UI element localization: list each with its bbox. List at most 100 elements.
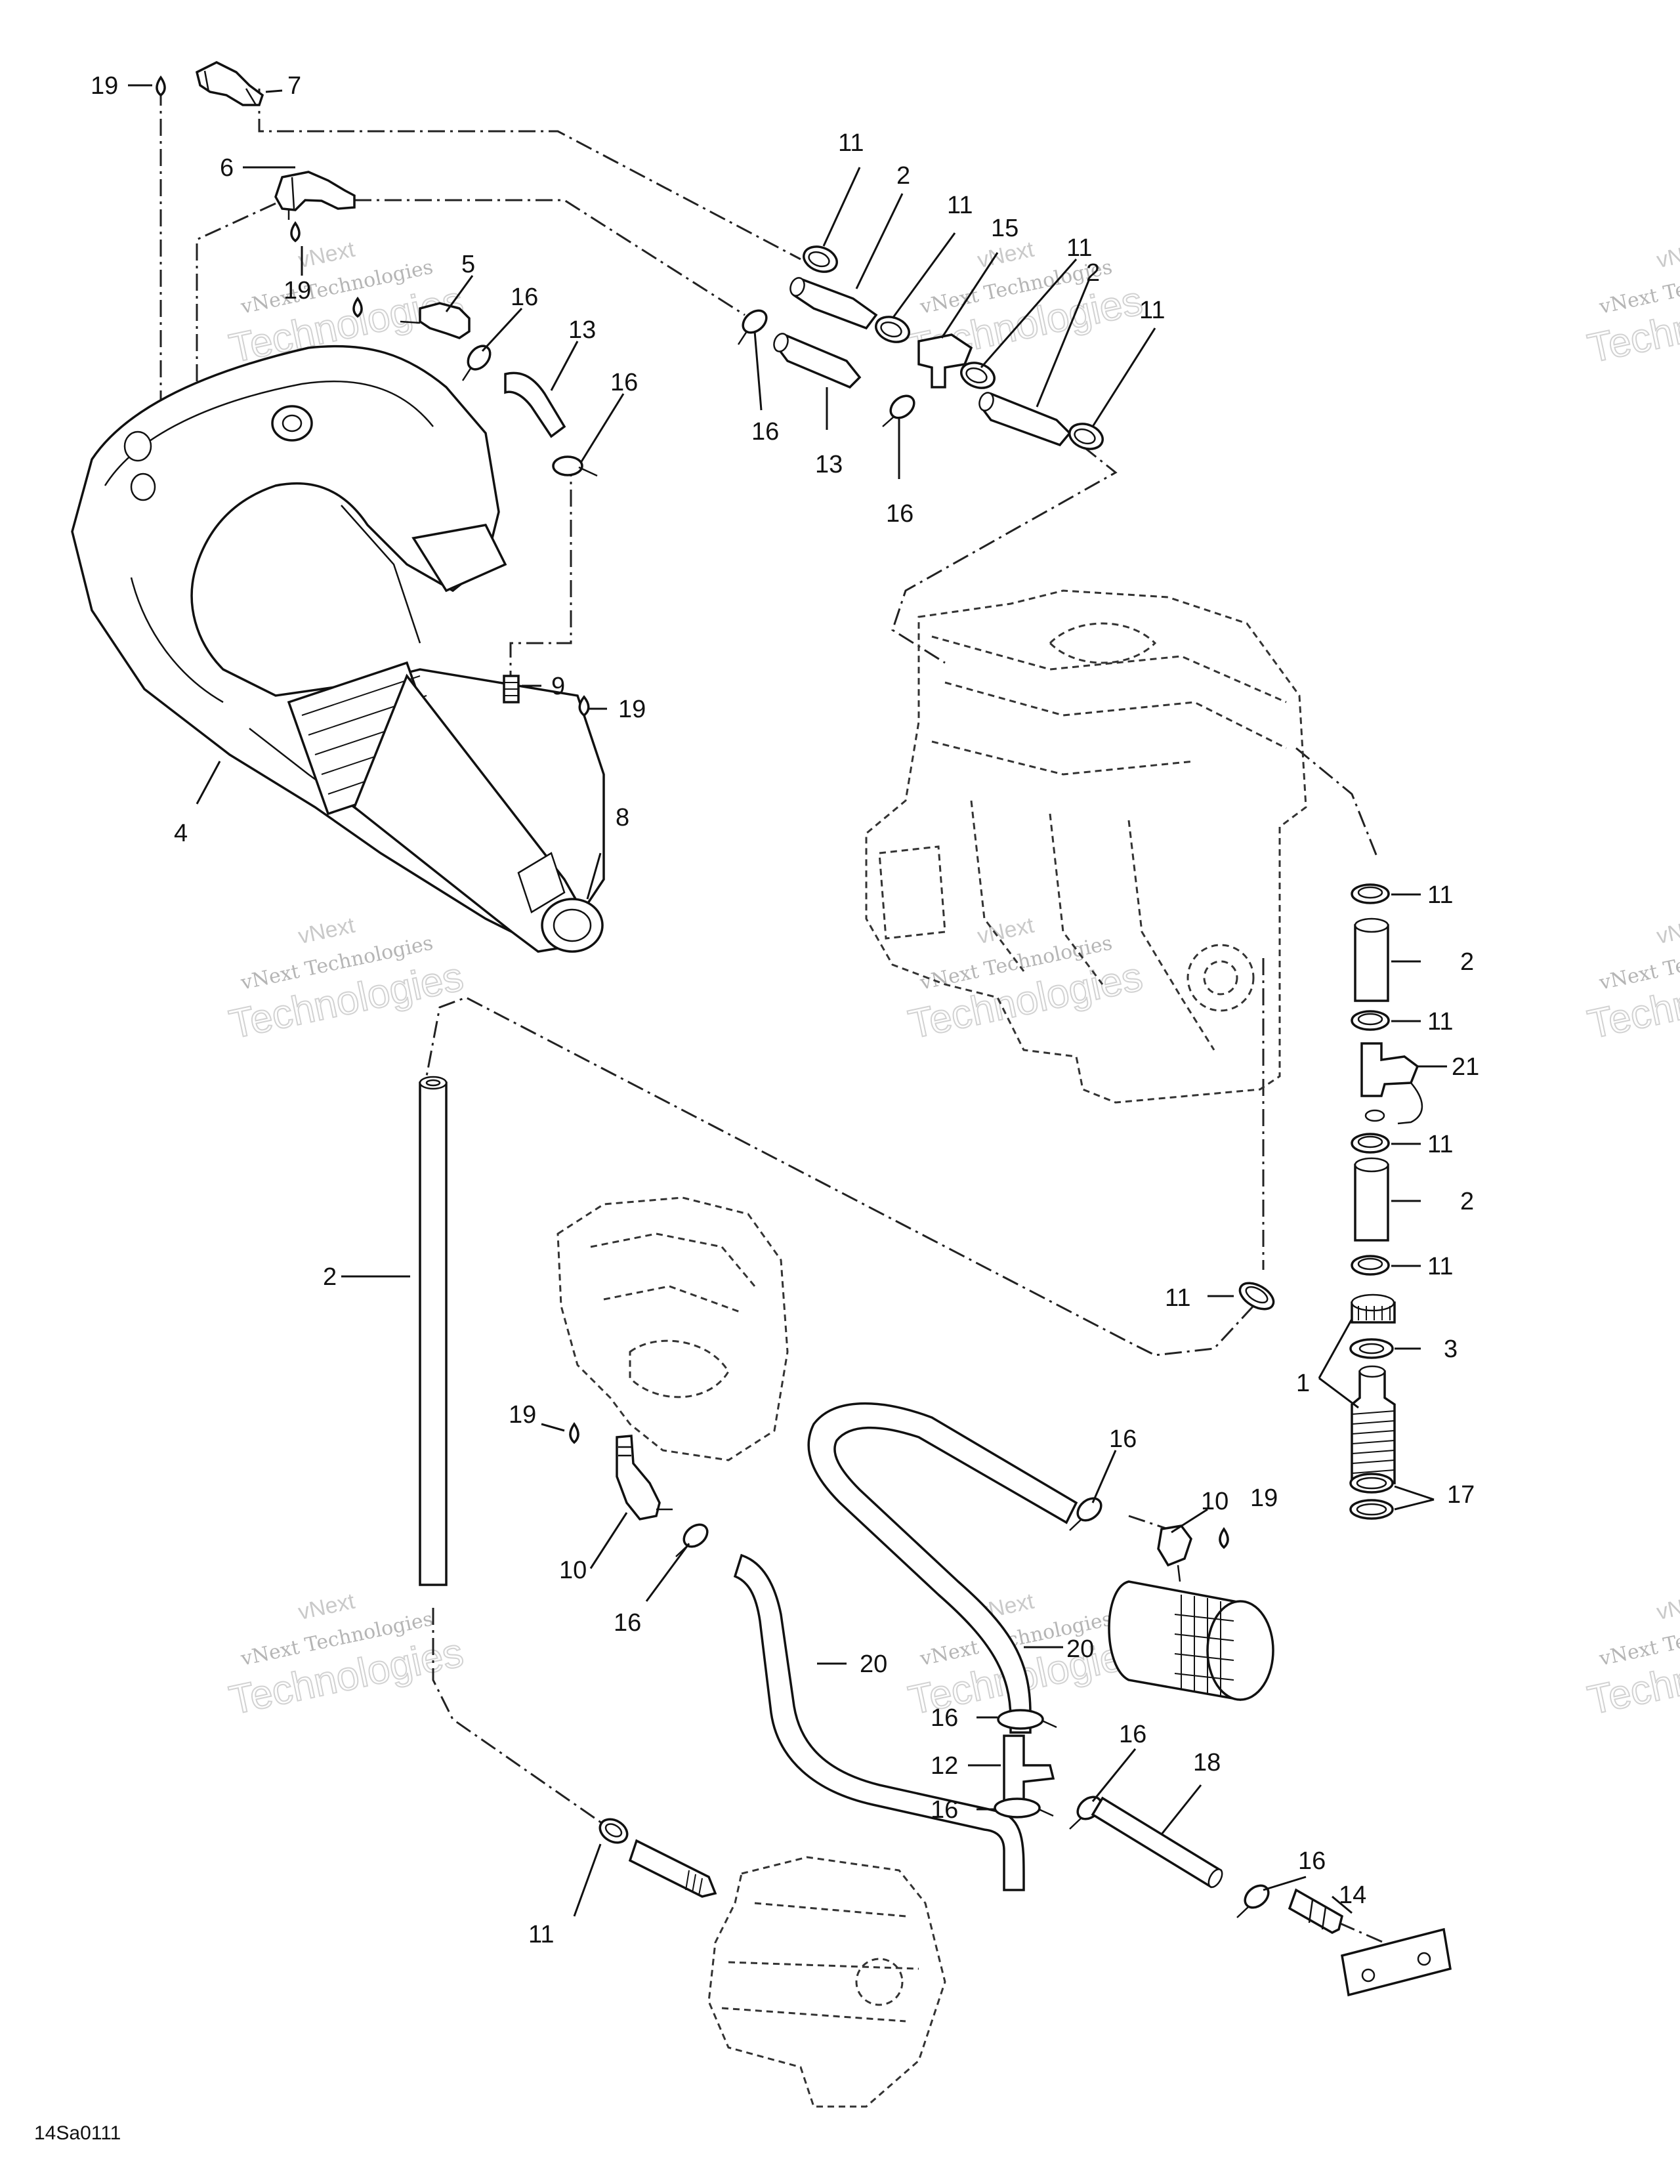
- label-16a: 16: [511, 284, 538, 311]
- hose-part-20a: [733, 1553, 1025, 1891]
- watermark-line1: vNext: [1654, 237, 1680, 273]
- clamp-part-16b: [552, 455, 598, 477]
- sealant-drop-19d: [578, 695, 590, 717]
- label-20b: 20: [1066, 1635, 1094, 1663]
- clamp-part-11h: [1351, 1255, 1390, 1276]
- route-fitting7-to-clamp11: [258, 89, 801, 261]
- phantom-jet-pump: [707, 1856, 946, 2108]
- elbow-fitting-part-7: [195, 61, 264, 106]
- label-10b: 10: [1201, 1488, 1228, 1515]
- hose-part-2b: [978, 392, 1072, 447]
- hose-routing-lines: [159, 89, 1392, 1947]
- label-16d: 16: [886, 500, 914, 528]
- label-2e: 2: [323, 1263, 337, 1291]
- label-13b: 13: [815, 451, 843, 478]
- label-11d: 11: [1139, 297, 1165, 324]
- label-14: 14: [1339, 1881, 1366, 1909]
- nipple-fitting-pump: [628, 1839, 717, 1898]
- sealant-drop-19b: [290, 220, 301, 243]
- label-11c: 11: [1066, 234, 1092, 262]
- hose-part-13b: [773, 333, 862, 389]
- label-16b: 16: [610, 369, 638, 396]
- watermark-line1: vNext: [1654, 1589, 1680, 1625]
- elbow-fitting-part-10a: [616, 1435, 673, 1521]
- clamp-part-16j: [1236, 1884, 1270, 1918]
- label-11j: 11: [528, 1921, 554, 1948]
- label-11h: 11: [1427, 1253, 1453, 1280]
- clamp-part-11e: [1351, 883, 1390, 904]
- label-16j: 16: [1298, 1847, 1326, 1875]
- label-20a: 20: [860, 1650, 887, 1678]
- label-16h: 16: [931, 1796, 958, 1824]
- label-6: 6: [220, 154, 234, 182]
- tee-fitting-part-21: [1360, 1042, 1423, 1125]
- label-11i: 11: [1165, 1284, 1190, 1312]
- part-labels: 19 7 6 19 5 16 13 16 11 2 11 15 11 2 11 …: [91, 72, 1479, 1948]
- clamp-part-16g: [997, 1709, 1057, 1730]
- label-11e: 11: [1427, 881, 1453, 909]
- label-16i: 16: [1119, 1721, 1146, 1748]
- label-4: 4: [174, 820, 188, 847]
- washer-part-3: [1349, 1338, 1394, 1359]
- tee-fitting-part-15: [917, 333, 973, 388]
- label-5: 5: [461, 251, 475, 278]
- leader-lines: [128, 84, 1447, 1917]
- clamp-part-11a: [803, 245, 838, 273]
- label-19c: 19: [618, 696, 646, 723]
- clamp-part-11d: [1068, 423, 1104, 450]
- fitting-part-14: [1288, 1888, 1344, 1934]
- watermark: vNext vNext Technologies Technologies: [904, 913, 1147, 1049]
- label-15: 15: [991, 215, 1018, 242]
- route-engine-top: [891, 445, 1118, 664]
- clamp-part-16c: [737, 309, 768, 345]
- sealant-drop-19e: [569, 1421, 579, 1444]
- route-engine-right: [1295, 747, 1379, 860]
- watermark-line1: vNext: [296, 237, 357, 273]
- o-ring-part-17: [1349, 1473, 1394, 1520]
- clamp-part-11b: [875, 316, 910, 343]
- hose-part-2e: [419, 1076, 448, 1586]
- watermark: vNext vNext Technologies Technologies: [1584, 237, 1680, 373]
- sealant-drop-19f: [1219, 1526, 1229, 1549]
- hose-part-2a: [789, 277, 878, 330]
- label-16f: 16: [1109, 1425, 1137, 1453]
- label-11f: 11: [1427, 1008, 1453, 1036]
- clamp-part-16d: [882, 394, 915, 427]
- clamp-part-16e: [675, 1523, 709, 1557]
- fitting-part-1: [1351, 1365, 1396, 1484]
- label-16c: 16: [751, 418, 779, 446]
- elbow-fitting-part-10b: [1157, 1524, 1192, 1582]
- label-8: 8: [616, 804, 629, 831]
- route-filter-hose: [1128, 1515, 1169, 1530]
- route-clamp16-to-fitting9: [509, 459, 572, 676]
- label-2d: 2: [1460, 1188, 1474, 1215]
- route-long-diagonal: [425, 996, 1255, 1356]
- clamp-part-11g: [1351, 1133, 1390, 1154]
- label-16e: 16: [614, 1609, 641, 1637]
- clamp-part-11j: [598, 1818, 629, 1844]
- watermark: vNext vNext Technologies Technologies: [1584, 1589, 1680, 1725]
- clamp-part-16a: [461, 345, 492, 381]
- label-19e: 19: [1250, 1484, 1278, 1512]
- sealant-drop-19c: [352, 296, 363, 318]
- watermark: vNext vNext Technologies Technologies: [1584, 913, 1680, 1049]
- label-13a: 13: [568, 316, 596, 344]
- label-11g: 11: [1427, 1131, 1453, 1158]
- watermark: vNext vNext Technologies Technologies: [225, 1589, 468, 1725]
- label-9: 9: [551, 673, 565, 700]
- phantom-pump-housing: [556, 1196, 789, 1461]
- hose-part-2d: [1354, 1157, 1389, 1242]
- route-fitting6-to-clamp16: [354, 199, 746, 316]
- diagram-code: 14Sa0111: [34, 2122, 121, 2144]
- label-19b: 19: [284, 277, 311, 304]
- label-10a: 10: [559, 1557, 587, 1584]
- watermark-line1: vNext: [975, 913, 1036, 949]
- nut-part-1: [1351, 1293, 1396, 1324]
- tee-fitting-part-12: [1003, 1734, 1055, 1803]
- watermark-line1: vNext: [1654, 913, 1680, 949]
- clamp-part-16f: [1069, 1497, 1102, 1531]
- label-2b: 2: [1086, 259, 1100, 287]
- label-11a: 11: [838, 129, 864, 157]
- fitting-part-9: [503, 675, 520, 704]
